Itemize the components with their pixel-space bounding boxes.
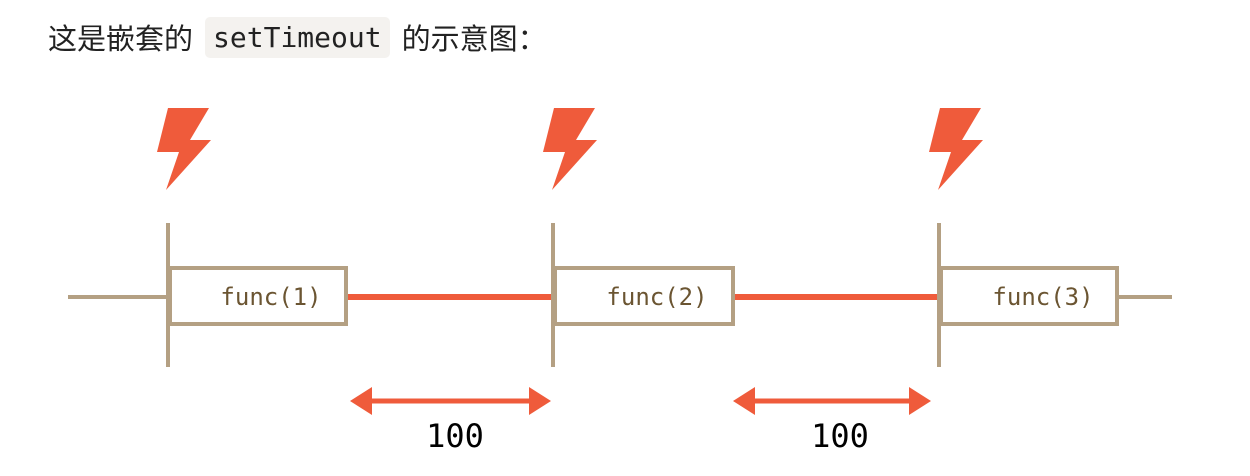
caption-text-after: 的示意图： <box>401 22 547 56</box>
caption-text-before: 这是嵌套的 <box>48 22 194 56</box>
func-box-2: func(2) <box>553 266 735 326</box>
func-label-2: func(2) <box>606 283 707 311</box>
func-box-1: func(1) <box>168 266 348 326</box>
delay-arrow-1 <box>350 387 551 415</box>
lightning-bolt-icon <box>543 108 597 190</box>
caption: 这是嵌套的 setTimeout 的示意图： <box>48 14 547 60</box>
delay-arrow-2 <box>733 387 931 415</box>
delay-label-2: 100 <box>811 417 869 455</box>
func-label-3: func(3) <box>992 283 1093 311</box>
delay-label-1: 100 <box>426 417 484 455</box>
lightning-bolt-icon <box>929 108 983 190</box>
func-box-3: func(3) <box>939 266 1119 326</box>
lightning-bolt-icon <box>157 108 211 190</box>
code-snippet: setTimeout <box>205 16 390 58</box>
func-label-1: func(1) <box>220 283 321 311</box>
